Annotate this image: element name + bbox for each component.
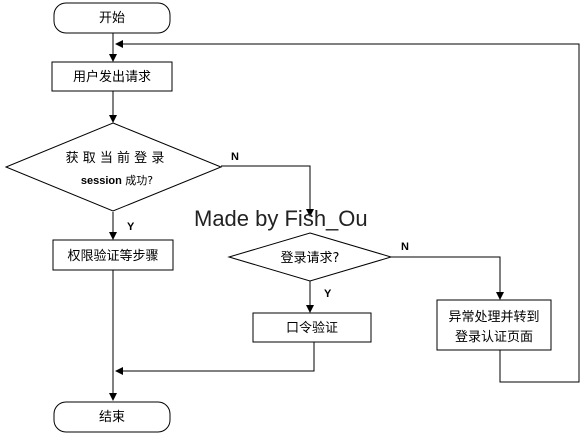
end-label: 结束 <box>99 410 125 425</box>
start-node: 开始 <box>53 2 171 34</box>
start-label: 开始 <box>99 11 125 26</box>
session-keyword: session <box>81 175 122 187</box>
login-decision-node: 登录请求? <box>227 232 393 282</box>
session-yes-label: Y <box>127 221 135 233</box>
exception-label-line2: 登录认证页面 <box>455 330 533 345</box>
session-decision-line1: 获 取 当 前 登 录 <box>66 150 165 166</box>
end-node: 结束 <box>53 401 171 433</box>
edge-session-no <box>221 165 314 217</box>
exception-label-line1: 异常处理并转到 <box>448 310 539 325</box>
edge-password-to-end <box>115 342 315 375</box>
login-no-label: N <box>401 241 409 253</box>
password-label: 口令验证 <box>286 320 338 336</box>
session-no-label: N <box>231 151 239 163</box>
edge-login-no <box>391 256 504 300</box>
session-success-text: 成功? <box>122 174 153 187</box>
edges <box>109 33 580 401</box>
watermark-text: Made by Fish_Ou <box>194 206 368 231</box>
permission-label: 权限验证等步骤 <box>67 248 158 264</box>
login-yes-label: Y <box>324 288 332 300</box>
password-node: 口令验证 <box>252 312 372 343</box>
permission-node: 权限验证等步骤 <box>52 239 174 271</box>
request-label: 用户发出请求 <box>73 69 151 85</box>
session-decision-node: 获 取 当 前 登 录 session 成功? <box>4 122 223 212</box>
session-decision-line2: session 成功? <box>81 174 153 187</box>
request-node: 用户发出请求 <box>51 61 173 92</box>
exception-node: 异常处理并转到 登录认证页面 <box>436 299 552 351</box>
login-decision-label: 登录请求? <box>281 251 340 266</box>
edge-exception-loop-back <box>115 40 580 383</box>
